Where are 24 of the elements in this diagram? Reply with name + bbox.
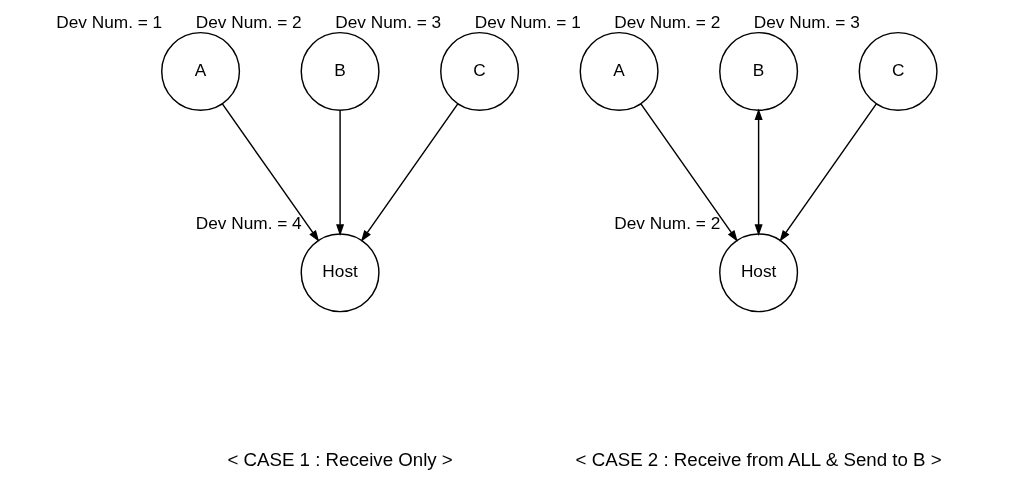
node-label: Dev Num. = 2 (614, 11, 721, 32)
node-label: Dev Num. = 4 (195, 213, 302, 234)
label: < CASE 2 : Receive from ALL & Send to B > (575, 449, 942, 471)
node-circle: C (440, 31, 520, 111)
node-circle: Host (719, 233, 799, 313)
node-circle: B (719, 31, 799, 111)
node-label: Dev Num. = 3 (753, 11, 860, 32)
arrow (221, 103, 320, 242)
arrow (360, 103, 459, 242)
node-circle: A (161, 31, 241, 111)
node-label: Dev Num. = 1 (56, 11, 163, 32)
node-label: Dev Num. = 1 (474, 11, 581, 32)
node-label: Dev Num. = 2 (195, 11, 302, 32)
arrow (754, 108, 763, 236)
label: < CASE 1 : Receive Only > (227, 449, 453, 471)
arrow (640, 103, 738, 242)
node-label: Dev Num. = 2 (614, 213, 721, 234)
arrow (336, 109, 345, 236)
node-circle: A (579, 31, 659, 111)
node-circle: Host (300, 233, 380, 313)
node-circle: C (858, 31, 938, 111)
node-label: Dev Num. = 3 (335, 11, 442, 32)
node-circle: B (300, 31, 380, 111)
arrow (779, 103, 878, 242)
